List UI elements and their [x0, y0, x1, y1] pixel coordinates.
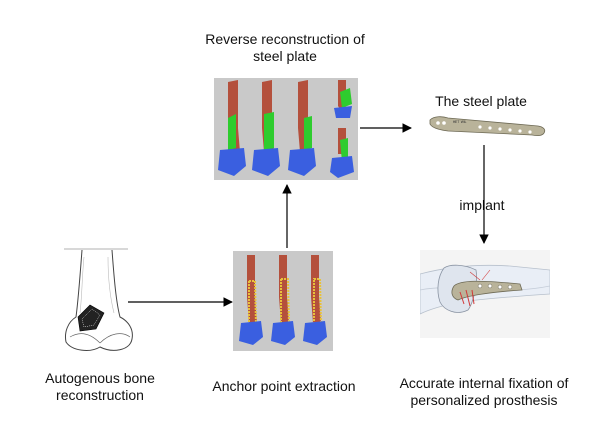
label-autogenous-bone: Autogenous bone reconstruction — [45, 370, 155, 403]
plate-bone-1 — [218, 80, 246, 176]
label-anchor-point: Anchor point extraction — [212, 378, 356, 394]
anchor-bone-2 — [271, 255, 295, 345]
autogenous-bone-drawing — [64, 248, 133, 351]
plate-bone-4-bottom — [330, 128, 354, 178]
plate-bone-3 — [288, 80, 316, 176]
label-reverse-reconstruction: Reverse reconstruction of steel plate — [205, 31, 365, 64]
label-accurate-fixation: Accurate internal fixation of personaliz… — [399, 375, 569, 408]
anchor-extraction-image — [233, 251, 333, 351]
steel-plate-image: ᴴᴱᵀ ᵂᴵᴸ — [429, 116, 546, 136]
anchor-bone-1 — [239, 255, 263, 345]
plate-bone-2 — [252, 80, 280, 176]
label-steel-plate: The steel plate — [435, 93, 527, 109]
reverse-reconstruction-image — [214, 78, 358, 180]
plate-engraving: ᴴᴱᵀ ᵂᴵᴸ — [453, 120, 467, 126]
anchor-bone-3 — [303, 255, 327, 345]
plate-bone-4-top — [334, 80, 352, 118]
label-implant: implant — [459, 197, 505, 213]
fixation-image — [420, 250, 550, 338]
